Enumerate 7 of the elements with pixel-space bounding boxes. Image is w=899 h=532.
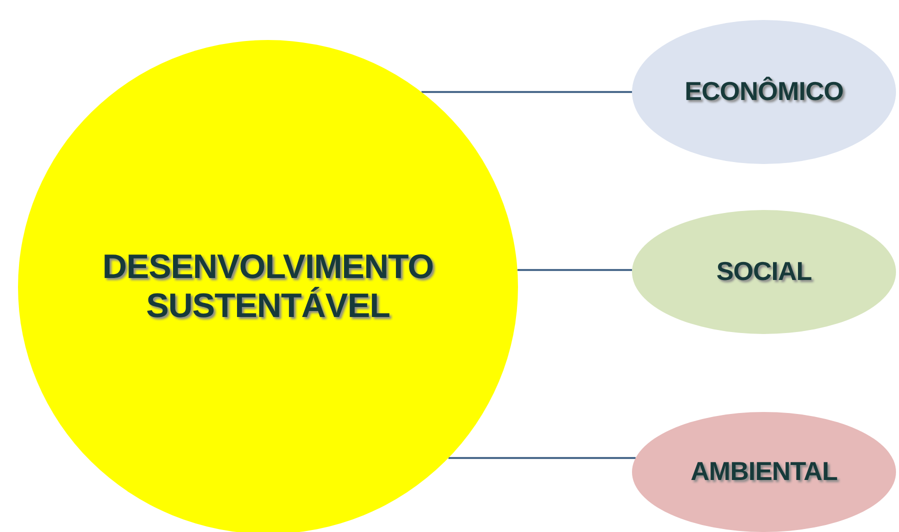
connector-line [517, 269, 632, 271]
node-label: DESENVOLVIMENTO SUSTENTÁVEL [101, 248, 435, 326]
node-label: SOCIAL [716, 257, 812, 287]
connector-line [421, 91, 632, 93]
node-label: ECONÔMICO [684, 77, 844, 107]
connector-line [448, 457, 636, 459]
node-label: AMBIENTAL [690, 457, 838, 487]
